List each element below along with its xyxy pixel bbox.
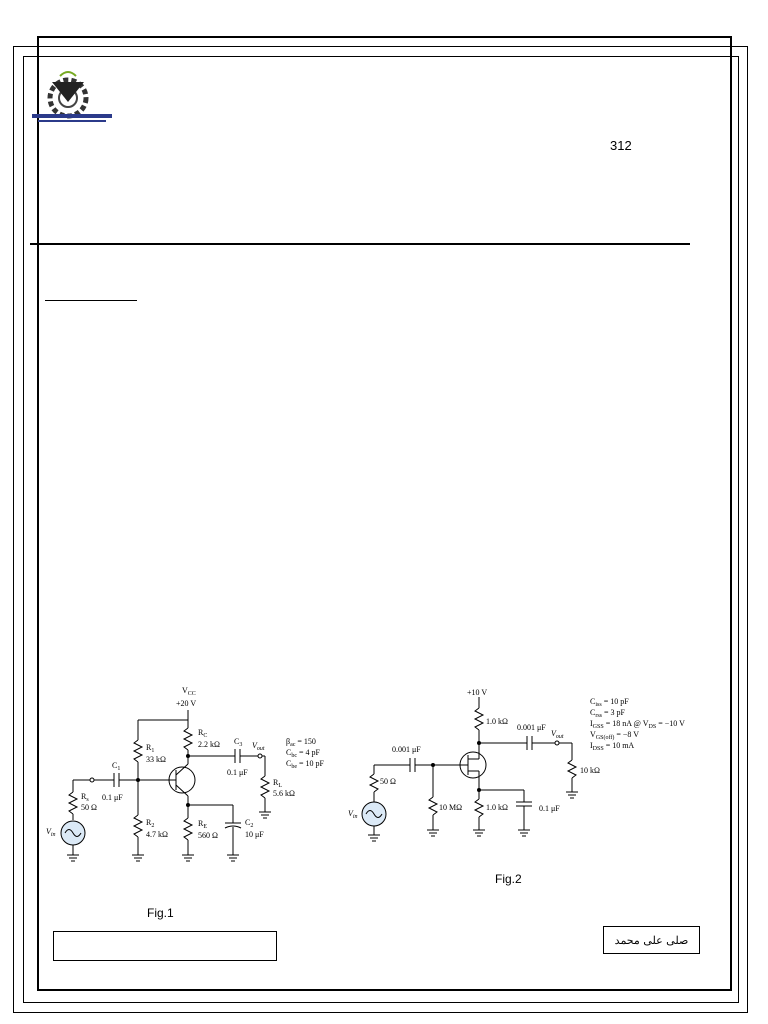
vgsoff-spec: VGS(off) = −8 V <box>590 730 639 741</box>
rs-label: Rs <box>81 792 89 803</box>
r2-label: R2 <box>146 818 154 829</box>
cs-value: 0.1 μF <box>539 804 560 813</box>
cin-value: 0.001 μF <box>392 745 421 754</box>
igss-spec: IGSS = 18 nA @ VDS = −10 V <box>590 719 685 730</box>
r1-label: R1 <box>146 743 154 754</box>
fig2-caption: Fig.2 <box>495 872 522 886</box>
re-value: 560 Ω <box>198 831 218 840</box>
rsig-value: 50 Ω <box>380 777 396 786</box>
vout-label: Vout <box>551 729 564 740</box>
rl-label: RL <box>273 778 282 789</box>
rs-value: 50 Ω <box>81 803 97 812</box>
vdd-label: +10 V <box>467 688 487 697</box>
rd-value: 1.0 kΩ <box>486 717 508 726</box>
vcc-label: VCC <box>182 686 196 697</box>
rc-label: RC <box>198 728 207 739</box>
section-underline <box>45 300 137 301</box>
name-box: صلى على محمد <box>603 926 700 954</box>
r1-value: 33 kΩ <box>146 755 166 764</box>
vin-label: Vin <box>348 809 358 820</box>
page-number: 312 <box>610 138 632 153</box>
idss-spec: IDSS = 10 mA <box>590 741 634 752</box>
c1-value: 0.1 μF <box>102 793 123 802</box>
c2-value: 10 μF <box>245 830 264 839</box>
c2-label: C2 <box>245 818 253 829</box>
rl-value: 5.6 kΩ <box>273 789 295 798</box>
inner-border <box>23 56 739 1003</box>
rc-value: 2.2 kΩ <box>198 740 220 749</box>
beta-spec: βac = 150 <box>286 737 316 748</box>
outer-border <box>37 36 732 991</box>
ciss-spec: Ciss = 10 pF <box>590 697 629 708</box>
rg-value: 10 MΩ <box>439 803 462 812</box>
fig2-jfet-amplifier-schematic: +10 V 1.0 kΩ 1.0 kΩ 10 MΩ 50 Ω 10 kΩ 0.0… <box>348 688 685 842</box>
r2-value: 4.7 kΩ <box>146 830 168 839</box>
vcc-value: +20 V <box>176 699 196 708</box>
header-rule <box>30 243 690 245</box>
institution-logo <box>32 71 112 122</box>
cout-value: 0.001 μF <box>517 723 546 732</box>
c1-label: C1 <box>112 761 120 772</box>
c3-value: 0.1 μF <box>227 768 248 777</box>
cbe-spec: Cbe = 10 pF <box>286 759 325 770</box>
rl-value: 10 kΩ <box>580 766 600 775</box>
fig1-caption: Fig.1 <box>147 906 174 920</box>
answer-box <box>53 931 277 961</box>
fig1-bjt-amplifier-schematic: VCC +20 V R1 33 kΩ R2 4.7 kΩ RC 2.2 kΩ R… <box>46 686 325 862</box>
rs-value: 1.0 kΩ <box>486 803 508 812</box>
page-border <box>13 46 748 1013</box>
vout-label: Vout <box>252 741 265 752</box>
name-text: صلى على محمد <box>614 933 689 947</box>
crss-spec: Crss = 3 pF <box>590 708 626 719</box>
vin-label: Vin <box>46 827 56 838</box>
cbc-spec: Cbc = 4 pF <box>286 748 321 759</box>
re-label: RE <box>198 819 207 830</box>
c3-label: C3 <box>234 737 242 748</box>
